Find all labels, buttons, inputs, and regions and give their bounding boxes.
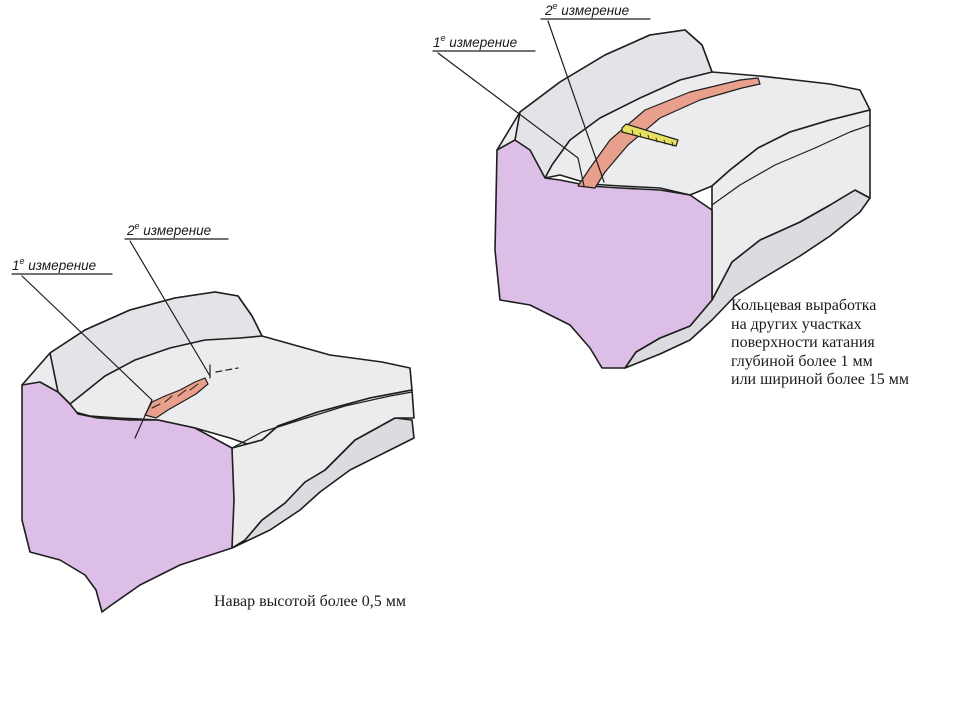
- right-wheel-cross-section: [494, 139, 713, 369]
- right-measure-1-ordinal: 1: [433, 35, 441, 50]
- right-measure-1-text: измерение: [449, 35, 518, 50]
- left-measure-2-label: 2е измерение: [127, 221, 212, 238]
- right-measure-2-label: 2е измерение: [545, 1, 630, 18]
- left-caption: Навар высотой более 0,5 мм: [214, 593, 407, 610]
- left-wheel-cross-section: [21, 381, 235, 613]
- right-caption-line-4: глубиной более 1 мм: [731, 352, 873, 370]
- right-caption-line-5: или шириной более 15 мм: [731, 371, 910, 388]
- left-measure-2-suffix: е: [134, 221, 140, 231]
- right-measure-1-label: 1е измерение: [433, 33, 518, 50]
- right-caption: Кольцевая выработка на других участках п…: [731, 297, 909, 390]
- left-leader-lines: [11, 238, 239, 439]
- right-leader-lines: [432, 18, 651, 187]
- right-measure-1-suffix: е: [440, 33, 446, 43]
- left-measure-1-label: 1е измерение: [12, 256, 97, 273]
- right-caption-line-2: на других участках: [731, 315, 862, 333]
- left-measure-2-text: измерение: [143, 223, 212, 238]
- left-measure-2-ordinal: 2: [127, 223, 135, 238]
- right-wheel-fragment: [494, 29, 871, 369]
- right-caption-line-1: Кольцевая выработка: [731, 297, 877, 314]
- right-measure-2-ordinal: 2: [545, 3, 553, 18]
- left-wheel-rim-face: [231, 389, 415, 549]
- right-wheel-chamfer-line: [711, 124, 871, 206]
- right-wheel-rim-face: [711, 109, 871, 301]
- left-weld-detail: [151, 383, 199, 409]
- right-caption-line-3: поверхности катания: [731, 334, 875, 351]
- right-measure-2-text: измерение: [561, 3, 630, 18]
- left-wheel-chamfer-line: [231, 391, 413, 449]
- left-measure-1-text: измерение: [28, 258, 97, 273]
- left-wheel-fragment: [21, 291, 415, 613]
- left-measure-1-suffix: е: [19, 256, 25, 266]
- ruler-icon: [621, 123, 679, 147]
- right-measure-2-suffix: е: [552, 1, 558, 11]
- left-measure-1-ordinal: 1: [12, 258, 20, 273]
- left-wheel-flange: [49, 291, 263, 405]
